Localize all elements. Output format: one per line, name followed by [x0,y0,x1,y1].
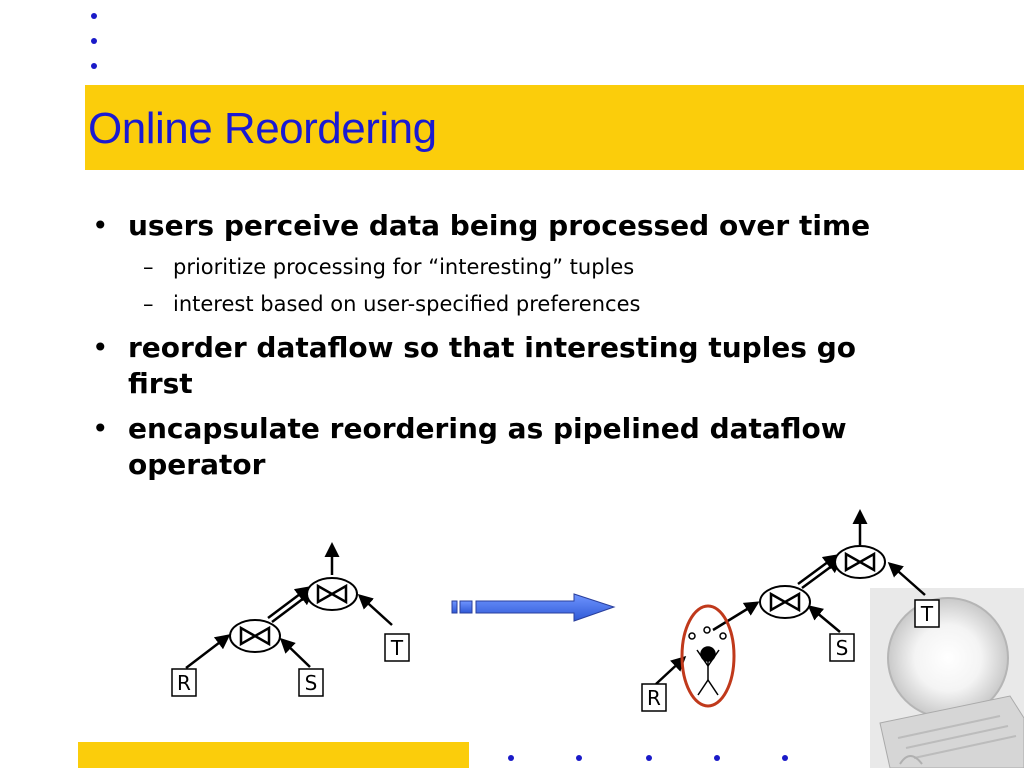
bullet-marker: • [92,412,109,445]
leaf-label: S [305,671,318,695]
query-plan-diagram: R S T [171,509,940,712]
slide-title: Online Reordering [88,104,437,153]
bullet-marker: • [92,331,109,364]
bullet-2-line-2: first [128,367,193,400]
bullet-marker: • [92,209,109,242]
leaf-label: R [177,671,191,695]
decor-dot [91,38,97,44]
leaf-label: R [647,686,661,710]
decor-dot [714,755,720,761]
stick-figure-icon [688,626,727,696]
decor-dot [646,755,652,761]
subbullet-2: interest based on user-specified prefere… [173,292,641,316]
bullet-3-line-1: encapsulate reordering as pipelined data… [128,412,847,445]
subbullet-1: prioritize processing for “interesting” … [173,255,635,279]
dash-marker: – [143,255,154,279]
bullet-2-line-1: reorder dataflow so that interesting tup… [128,331,856,364]
dash-marker: – [143,292,154,316]
decor-dot [91,63,97,69]
leaf-label: S [836,636,849,660]
left-query-plan: R S T [171,542,410,697]
decor-dot [782,755,788,761]
decor-dot [91,13,97,19]
decor-dot [576,755,582,761]
bottom-bar [78,742,469,768]
title-bar [85,85,1024,170]
bullet-1: users perceive data being processed over… [128,209,871,242]
leaf-label: T [390,636,404,660]
decor-dot [508,755,514,761]
right-query-plan: R S T [641,509,940,712]
computer-clipart-icon [870,588,1024,768]
bullet-3-line-2: operator [128,448,266,481]
reorder-operator-highlight [680,604,736,708]
transform-arrow-icon [451,593,616,622]
leaf-label: T [920,602,934,626]
